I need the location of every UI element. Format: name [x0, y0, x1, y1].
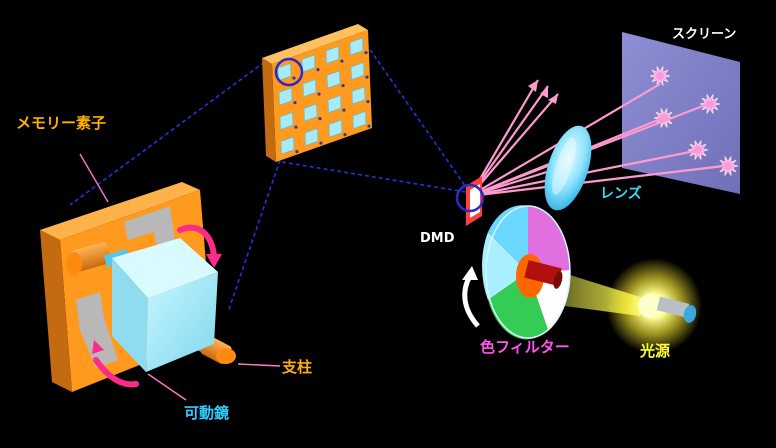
mirror-post: [318, 116, 322, 121]
mirror-cell: [280, 136, 295, 155]
projection-lens: [544, 125, 592, 211]
mirror-post: [292, 76, 296, 80]
mirror-post: [316, 67, 320, 72]
mirror-cell: [278, 87, 293, 106]
mirror-post: [364, 50, 368, 55]
mirror-post: [317, 92, 321, 96]
mirror-cell: [328, 119, 343, 138]
mirror-post: [341, 83, 345, 88]
curved-arrow-icon: [92, 224, 222, 388]
mirror-post: [293, 100, 297, 105]
mirror-post: [342, 108, 346, 112]
label-color-filter: 色フィルター: [480, 338, 570, 356]
rotation-arrow-icon: [462, 266, 480, 328]
mirror-post: [343, 132, 347, 137]
dmd-chip: [455, 176, 485, 226]
mirror-cell: [327, 95, 342, 113]
starburst-icon: [699, 94, 721, 114]
light-source: [606, 258, 702, 354]
memory-element: [40, 182, 236, 392]
magnify-circle-array: [274, 57, 304, 87]
label-screen: スクリーン: [672, 27, 736, 42]
guide-lines: [69, 43, 469, 313]
mirror-cell: [277, 63, 292, 81]
label-memory-element: メモリー素子: [16, 114, 106, 132]
mirror-post: [340, 59, 344, 63]
mirror-cell: [326, 70, 341, 89]
starburst-icon: [649, 66, 671, 86]
leader-lines: [79, 153, 281, 401]
mirror-post: [365, 75, 369, 79]
color-filter-wheel: [481, 205, 571, 340]
mirror-cell: [349, 37, 364, 56]
mirror-cell: [325, 46, 340, 64]
mirror-cell: [303, 103, 318, 122]
mirror-cell: [351, 86, 366, 105]
mirror-post: [366, 99, 370, 104]
mirror-cell: [350, 62, 365, 80]
mirror-array: [262, 24, 372, 162]
beam-arrowheads: [528, 80, 558, 104]
label-lens: レンズ: [600, 185, 642, 202]
mirror-cell: [302, 79, 317, 97]
label-post: 支柱: [281, 358, 312, 376]
mirror-cell: [279, 112, 294, 130]
magnify-circle-dmd: [455, 183, 485, 213]
mirror-post: [295, 149, 299, 154]
mirror-cell: [352, 111, 367, 129]
label-light-source: 光源: [639, 342, 670, 360]
label-movable-mirror: 可動鏡: [184, 404, 229, 422]
mirror-post: [367, 124, 371, 128]
mirror-cell: [304, 128, 319, 146]
projection-screen: [622, 32, 740, 194]
mirror-post: [319, 141, 323, 145]
mirror-post: [294, 125, 298, 129]
label-dmd: DMD: [420, 231, 455, 246]
